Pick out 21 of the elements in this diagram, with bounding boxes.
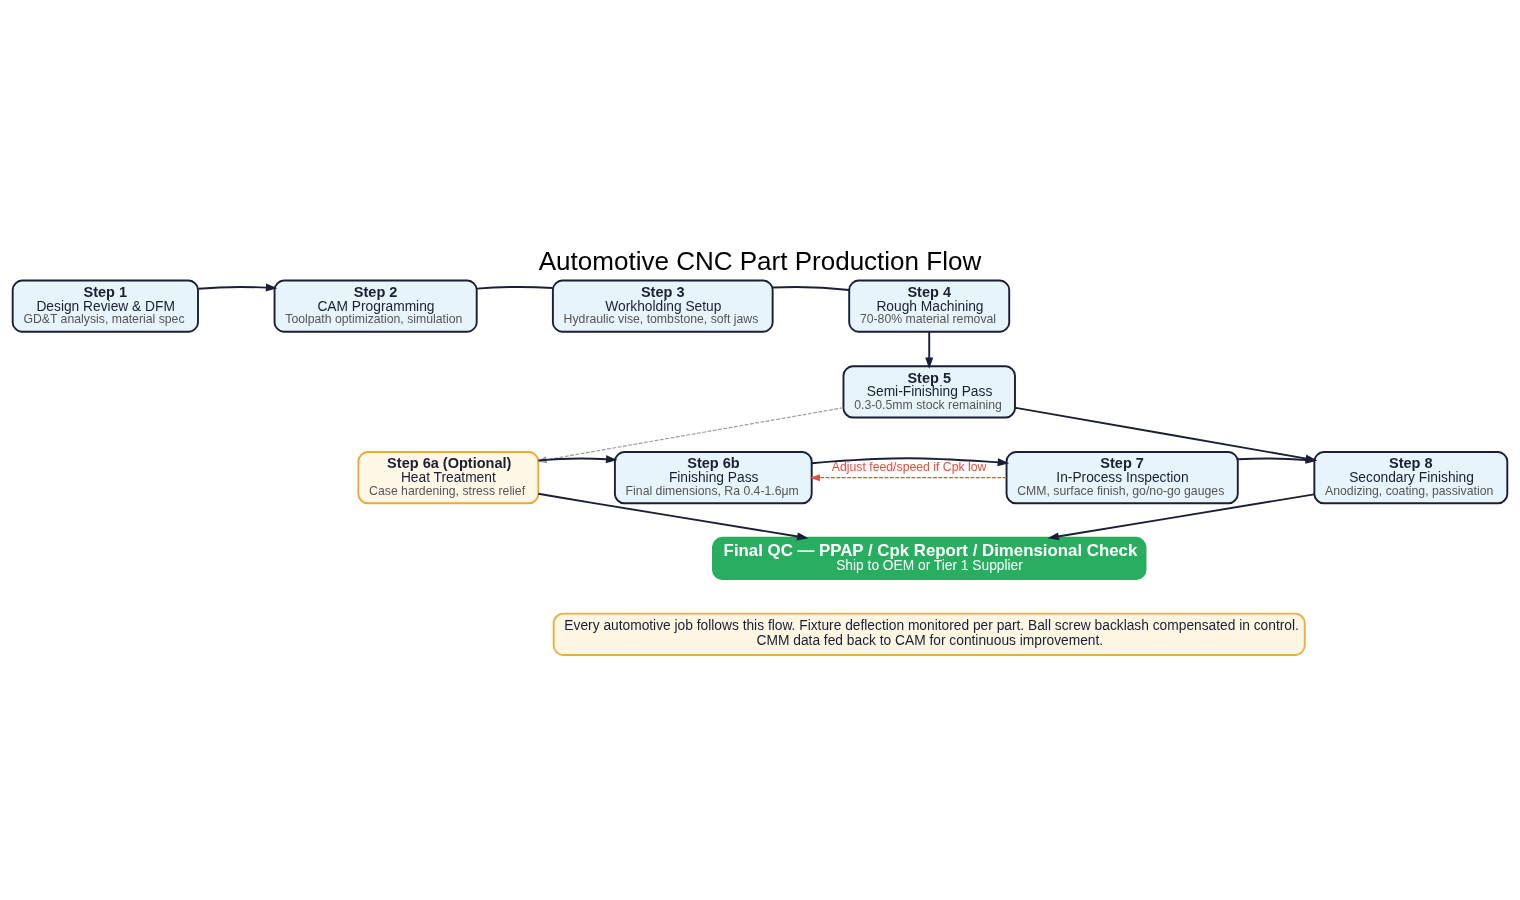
connector [475,285,554,290]
node-box: Step 1 Design Review & DFM GD&T analysis, material spec [11,279,199,333]
arrow [537,492,809,540]
arrow [925,330,934,369]
node-box: Every automotive job follows this flow. Fixture deflection monitored per part. Ball screw backlash compensated in control. CMM data fed back to CAM for continuous improvement. [552,612,1306,656]
node-box: Step 2 CAM Programming Toolpath optimization, simulation [273,279,478,333]
node-box: Step 6a (Optional) Heat Treatment Case hardening, stress relief [357,450,540,504]
node-box: Step 7 In-Process Inspection CMM, surface finish, go/no-go gauges [1005,450,1239,504]
node-box: Step 5 Semi-Finishing Pass 0.3-0.5mm stock remaining [842,364,1016,419]
arrow [810,473,1007,481]
node-box: Step 6b Finishing Pass Final dimensions, Ra 0.4-1.6μm [613,450,813,504]
diagram-title: Automotive CNC Part Production Flow [538,245,982,276]
edge-label: Adjust feed/speed if Cpk low [831,459,987,474]
node-box: Step 8 Secondary Finishing Anodizing, coating, passivation [1313,450,1509,504]
arrow [810,456,1010,466]
node-box: Final QC — PPAP / Cpk Report / Dimensional Check Ship to OEM or Tier 1 Supplier [711,536,1147,580]
arrow [197,283,278,292]
connector [771,285,851,291]
arrow [1047,492,1316,540]
node-box: Step 4 Rough Machining 70-80% material removal [848,279,1011,333]
node-box: Step 3 Workholding Setup Hydraulic vise, tombstone, soft jaws [551,279,774,333]
